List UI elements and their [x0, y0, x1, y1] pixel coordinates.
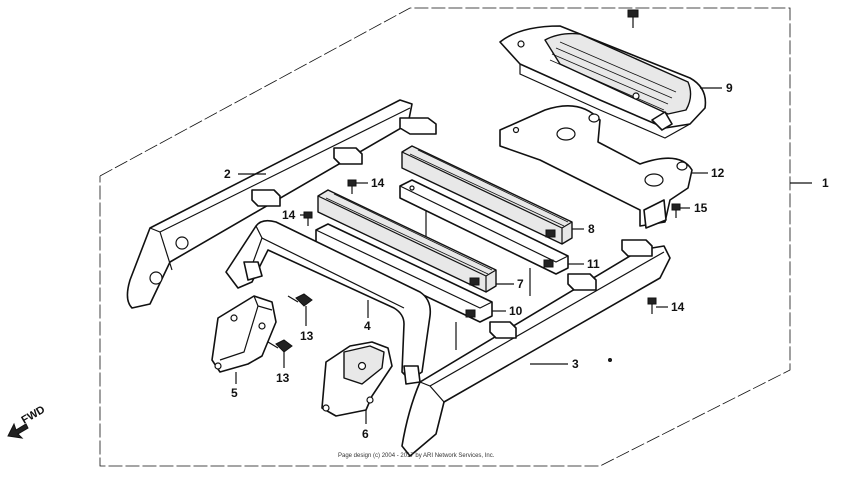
callout-8: 8 [588, 222, 595, 236]
copyright-text: Page design (c) 2004 - 2017 by ARI Netwo… [338, 453, 495, 459]
callout-9: 9 [726, 81, 733, 95]
callout-6: 6 [362, 427, 369, 441]
part-9-cover[interactable] [499, 25, 707, 139]
screw-14-right[interactable] [647, 297, 657, 314]
callout-11: 11 [587, 257, 600, 271]
callout-14-upper: 14 [371, 176, 385, 190]
part-6-bracket[interactable] [321, 341, 393, 417]
callout-13-lower: 13 [276, 371, 290, 385]
callout-14-right: 14 [671, 300, 685, 314]
callout-14-left: 14 [282, 208, 296, 222]
part-8-crossbar[interactable] [401, 145, 573, 245]
callout-2: 2 [224, 167, 231, 181]
part-5-bracket[interactable] [211, 295, 277, 373]
bolt-13-lower[interactable] [267, 339, 293, 353]
screw-15[interactable] [671, 203, 681, 218]
cover-bolt[interactable] [627, 9, 639, 28]
part-12-bracket-plate[interactable] [499, 104, 693, 229]
callout-5: 5 [231, 386, 238, 400]
callout-1: 1 [822, 176, 829, 190]
callout-10: 10 [509, 304, 523, 318]
callout-7: 7 [517, 277, 524, 291]
bolt-13-upper[interactable] [287, 293, 313, 307]
part-2-left-rail[interactable] [126, 99, 437, 309]
screw-14-left[interactable] [303, 211, 313, 226]
callout-12: 12 [711, 166, 725, 180]
kit-border [99, 7, 791, 467]
callout-4: 4 [364, 319, 371, 333]
part-11-plate[interactable] [399, 179, 569, 275]
fwd-direction-indicator: FWD [7, 404, 48, 439]
fwd-label: FWD [20, 404, 48, 427]
part-3-front-rail[interactable] [401, 239, 671, 457]
part-4-frame[interactable] [225, 219, 432, 385]
leader-lines [235, 87, 812, 424]
callout-3: 3 [572, 357, 579, 371]
callout-13-upper: 13 [300, 329, 314, 343]
callout-15: 15 [694, 201, 708, 215]
fwd-arrow-icon [7, 422, 29, 439]
screw-14-upper[interactable] [347, 179, 357, 194]
part-7-crossbar[interactable] [317, 189, 497, 293]
